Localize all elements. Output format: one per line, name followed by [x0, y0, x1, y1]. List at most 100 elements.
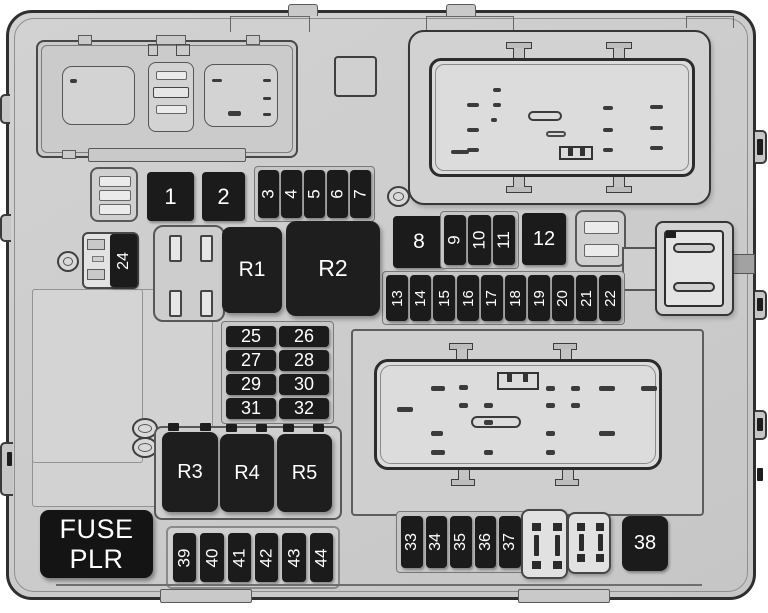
- connector-slot: [673, 282, 715, 292]
- fuse-slot: [584, 221, 619, 234]
- fuse-puller-line1: FUSE: [59, 513, 134, 544]
- relay-socket-b: [567, 512, 611, 574]
- left-edge-mark: [7, 452, 12, 466]
- relay-r1: R1: [222, 227, 282, 313]
- fuse-31: 31: [226, 398, 276, 419]
- fuse-1: 1: [147, 172, 194, 221]
- fuse-7: 7: [350, 170, 371, 218]
- fuse-24: 24: [110, 234, 137, 287]
- relay-r5: R5: [277, 434, 332, 512]
- blank-panel-inner: [32, 289, 143, 463]
- fuse-slot: [99, 190, 131, 201]
- socket-pin: [596, 554, 604, 562]
- module-tab: [555, 468, 579, 486]
- contact-mark: [459, 403, 468, 408]
- socket-pin: [553, 523, 562, 531]
- fuse-17: 17: [480, 275, 503, 321]
- bottom-edge-step: [160, 589, 252, 603]
- fuse-2: 2: [202, 172, 245, 221]
- relay-clip: [256, 424, 267, 432]
- fuse-5: 5: [304, 170, 325, 218]
- fuse-27: 27: [226, 350, 276, 371]
- top-right-module-core: [429, 58, 695, 177]
- relay-clip: [313, 424, 324, 432]
- socket-pin: [577, 554, 585, 562]
- fuse-33: 33: [401, 516, 423, 568]
- fuse-14: 14: [409, 275, 432, 321]
- bottom-edge-step: [518, 589, 610, 603]
- contact-mark: [491, 118, 497, 122]
- top-mount-bracket: [426, 16, 514, 32]
- fuse-43: 43: [282, 533, 306, 582]
- contact-mark: [431, 386, 445, 391]
- module-core-line: [435, 64, 689, 171]
- module-contact-marks: [377, 362, 659, 467]
- socket-pin: [534, 535, 539, 556]
- socket-slot: [169, 290, 182, 317]
- socket-pin: [532, 523, 541, 531]
- contact-mark: [546, 131, 566, 137]
- terminal-bar-emblem: [153, 87, 189, 98]
- fuse-34: 34: [425, 516, 448, 568]
- contact-mark: [467, 103, 479, 107]
- fuse-18: 18: [504, 275, 527, 321]
- connector-notch: [62, 150, 76, 159]
- contact-mark: [571, 386, 580, 391]
- fuse-13: 13: [386, 275, 408, 321]
- contact-mark: [641, 386, 657, 391]
- connector-clip: [92, 256, 104, 262]
- contact-mark: [528, 111, 562, 121]
- terminal-bar: [156, 105, 187, 114]
- fuse-16: 16: [457, 275, 479, 321]
- contact-mark: [493, 88, 501, 92]
- relay-clip: [200, 423, 211, 431]
- socket-slot: [169, 235, 182, 262]
- contact-mark: [451, 150, 469, 154]
- contact-mark: [546, 450, 555, 455]
- module-tab: [506, 42, 532, 60]
- fuse-11: 11: [492, 215, 515, 265]
- contact-mark: [471, 416, 521, 428]
- left-edge-tab: [0, 94, 10, 124]
- fuse-44: 44: [309, 533, 333, 582]
- right-connector-face: [664, 230, 724, 307]
- fuse-19: 19: [528, 275, 550, 321]
- fuse-41: 41: [227, 533, 251, 582]
- fuse-20: 20: [551, 275, 574, 321]
- fuse-15: 15: [433, 275, 456, 321]
- contact-mark: [484, 403, 493, 408]
- contact-mark: [650, 105, 663, 109]
- fuse-4: 4: [281, 170, 302, 218]
- bottom-module-core: [374, 359, 662, 470]
- relay-r3: R3: [162, 432, 218, 512]
- fuse-9: 9: [444, 215, 467, 265]
- contact-mark: [467, 148, 479, 152]
- module-tab: [606, 175, 632, 193]
- relay-socket-a: [521, 509, 568, 579]
- fuse-32: 32: [279, 398, 329, 419]
- connector-notch: [156, 35, 186, 45]
- contact-mark: [431, 431, 443, 436]
- contact-mark: [493, 103, 501, 107]
- relay-socket: [153, 225, 225, 322]
- right-edge-mark: [757, 139, 763, 155]
- contact-mark: [212, 79, 222, 82]
- socket-pin: [532, 561, 541, 569]
- contact-mark: [559, 146, 593, 160]
- fuse-8: 8: [393, 216, 445, 268]
- fuse-slot: [99, 204, 131, 215]
- terminal-bar: [156, 71, 187, 80]
- top-edge-tab: [446, 4, 476, 16]
- fuse-29: 29: [226, 374, 276, 395]
- bolt-icon: [387, 186, 410, 207]
- mini-fuse-holder: [90, 167, 138, 222]
- fuse-36: 36: [474, 516, 497, 568]
- contact-mark: [228, 111, 241, 116]
- relay-r2: R2: [286, 221, 380, 316]
- small-mount-square: [334, 56, 377, 97]
- fuse-box-inner-line: [14, 18, 748, 592]
